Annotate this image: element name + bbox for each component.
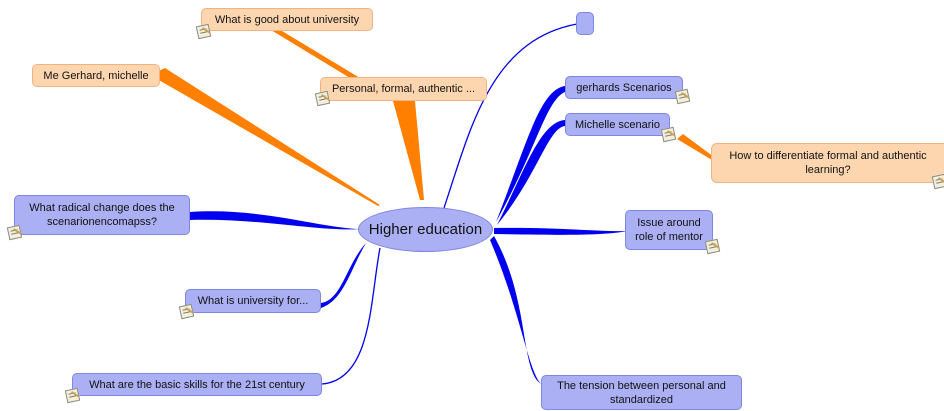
- connector-central-to-issue-mentor: [494, 227, 628, 235]
- connector-central-to-university-for: [321, 243, 366, 308]
- connector-central-to-michelle: [497, 120, 565, 225]
- node-personal-formal-authentic[interactable]: Personal, formal, authentic ...: [320, 77, 487, 101]
- central-topic-label: Higher education: [368, 221, 483, 238]
- node-label: How to differentiate formal and authenti…: [729, 150, 927, 176]
- note-icon[interactable]: [931, 173, 944, 190]
- connector-central-to-me-gerhard: [150, 68, 380, 206]
- note-icon[interactable]: [674, 88, 691, 105]
- node-label: What are the basic skills for the 21st c…: [89, 378, 305, 391]
- connector-central-to-empty-topic: [443, 23, 578, 209]
- node-label: Me Gerhard, michelle: [43, 69, 149, 82]
- node-label: gerhards Scenarios: [576, 81, 672, 94]
- node-differentiate-formal-authentic[interactable]: How to differentiate formal and authenti…: [711, 143, 944, 183]
- note-icon[interactable]: [6, 224, 23, 241]
- node-label: The tension between personal and standar…: [557, 379, 726, 406]
- note-icon[interactable]: [314, 90, 331, 107]
- note-icon[interactable]: [660, 126, 677, 143]
- connector-central-to-gerhards: [496, 86, 565, 222]
- central-topic[interactable]: Higher education: [358, 207, 493, 252]
- node-tension-personal-standardized[interactable]: The tension between personal and standar…: [541, 375, 742, 410]
- node-basic-skills[interactable]: What are the basic skills for the 21st c…: [72, 373, 322, 396]
- node-label: What is good about university: [214, 13, 360, 26]
- note-icon[interactable]: [64, 387, 81, 404]
- note-icon[interactable]: [704, 238, 721, 255]
- node-label: Issue around role of mentor: [635, 217, 703, 243]
- note-icon[interactable]: [195, 23, 212, 40]
- node-label: Michelle scenario: [575, 118, 660, 131]
- connector-personal-to-good-university: [271, 30, 360, 78]
- node-university-for[interactable]: What is university for...: [185, 289, 321, 313]
- node-gerhards-scenarios[interactable]: gerhards Scenarios: [565, 76, 683, 99]
- connector-central-to-basic-skills: [321, 247, 381, 385]
- node-me-gerhard-michelle[interactable]: Me Gerhard, michelle: [32, 64, 160, 87]
- node-issue-mentor[interactable]: Issue around role of mentor: [625, 210, 713, 250]
- connector-central-to-personal: [393, 101, 424, 200]
- node-label: What is university for...: [197, 295, 309, 307]
- node-michelle-scenario[interactable]: Michelle scenario: [565, 113, 670, 136]
- note-icon[interactable]: [178, 303, 195, 320]
- node-good-about-university[interactable]: What is good about university: [201, 8, 373, 31]
- node-label: What radical change does the scenarionen…: [29, 202, 175, 228]
- connector-central-to-radical-change: [190, 211, 360, 230]
- node-empty-topic[interactable]: [576, 12, 594, 35]
- connector-central-to-tension: [490, 236, 541, 384]
- connector-michelle-to-differentiate: [677, 134, 714, 160]
- node-label: Personal, formal, authentic ...: [331, 83, 476, 95]
- node-radical-change[interactable]: What radical change does the scenarionen…: [14, 195, 190, 235]
